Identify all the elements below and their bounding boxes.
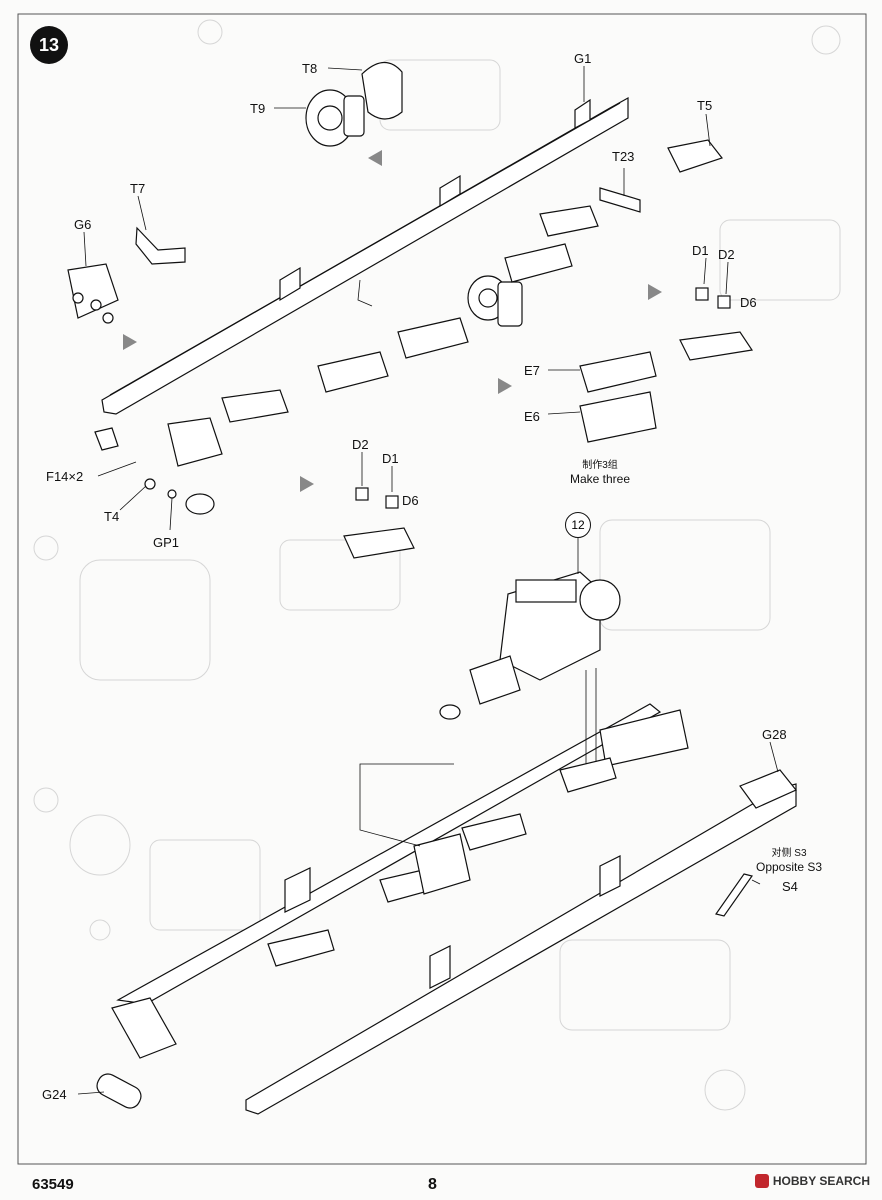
reference-step-badge: 12 — [565, 512, 591, 538]
part-label-e7: E7 — [524, 363, 540, 378]
part-label-t4: T4 — [104, 509, 120, 524]
watermark: HOBBY SEARCH — [754, 1174, 870, 1188]
direction-arrows — [123, 150, 662, 492]
opposite-en: Opposite S3 — [756, 860, 823, 874]
transmission-top — [305, 61, 403, 147]
lower-chassis-frame — [111, 703, 797, 1115]
upper-chassis-frame — [101, 96, 629, 415]
ghost-drawings — [33, 19, 841, 1111]
part-label-d2-right: D2 — [718, 247, 735, 262]
bracket-groups — [221, 205, 754, 559]
part-label-t7: T7 — [130, 181, 146, 196]
part-label-g28: G28 — [762, 727, 787, 742]
part-label-t5: T5 — [697, 98, 713, 113]
page-number: 8 — [428, 1176, 437, 1193]
parts-t5-t23 — [599, 139, 723, 213]
make-three-note: 制作3组 Make three — [570, 460, 630, 486]
part-label-d6-mid: D6 — [402, 493, 419, 508]
lower-parts — [96, 873, 753, 1109]
part-label-t8: T8 — [302, 61, 318, 76]
brand-icon — [754, 1174, 769, 1188]
part-label-t23: T23 — [612, 149, 635, 164]
make-three-cn: 制作3组 — [582, 460, 618, 471]
part-label-d1-mid: D1 — [382, 451, 399, 466]
part-label-d1-right: D1 — [692, 243, 709, 258]
step-number-badge: 13 — [30, 26, 68, 64]
part-label-g24: G24 — [42, 1087, 67, 1102]
make-three-en: Make three — [570, 472, 631, 486]
part-label-d6-right: D6 — [740, 295, 757, 310]
part-label-d2-mid: D2 — [352, 437, 369, 452]
part-label-g6: G6 — [74, 217, 92, 232]
gearbox-mid — [467, 275, 523, 327]
leader-lines — [77, 66, 779, 1095]
watermark-text: HOBBY SEARCH — [772, 1174, 870, 1188]
part-label-gp1: GP1 — [153, 535, 180, 550]
lower-crossmembers — [267, 757, 617, 967]
part-label-e6: E6 — [524, 409, 540, 424]
part-label-t9: T9 — [250, 101, 266, 116]
left-parts — [67, 226, 223, 515]
upper-crossmembers — [317, 243, 657, 443]
part-label-g1: G1 — [574, 51, 592, 66]
opposite-note: 对侧 S3 Opposite S3 — [756, 848, 822, 874]
part-label-s4: S4 — [782, 879, 798, 894]
engine — [439, 571, 621, 720]
part-label-f14: F14×2 — [46, 469, 84, 484]
opposite-cn: 对侧 S3 — [771, 848, 807, 859]
product-code: 63549 — [32, 1176, 74, 1193]
